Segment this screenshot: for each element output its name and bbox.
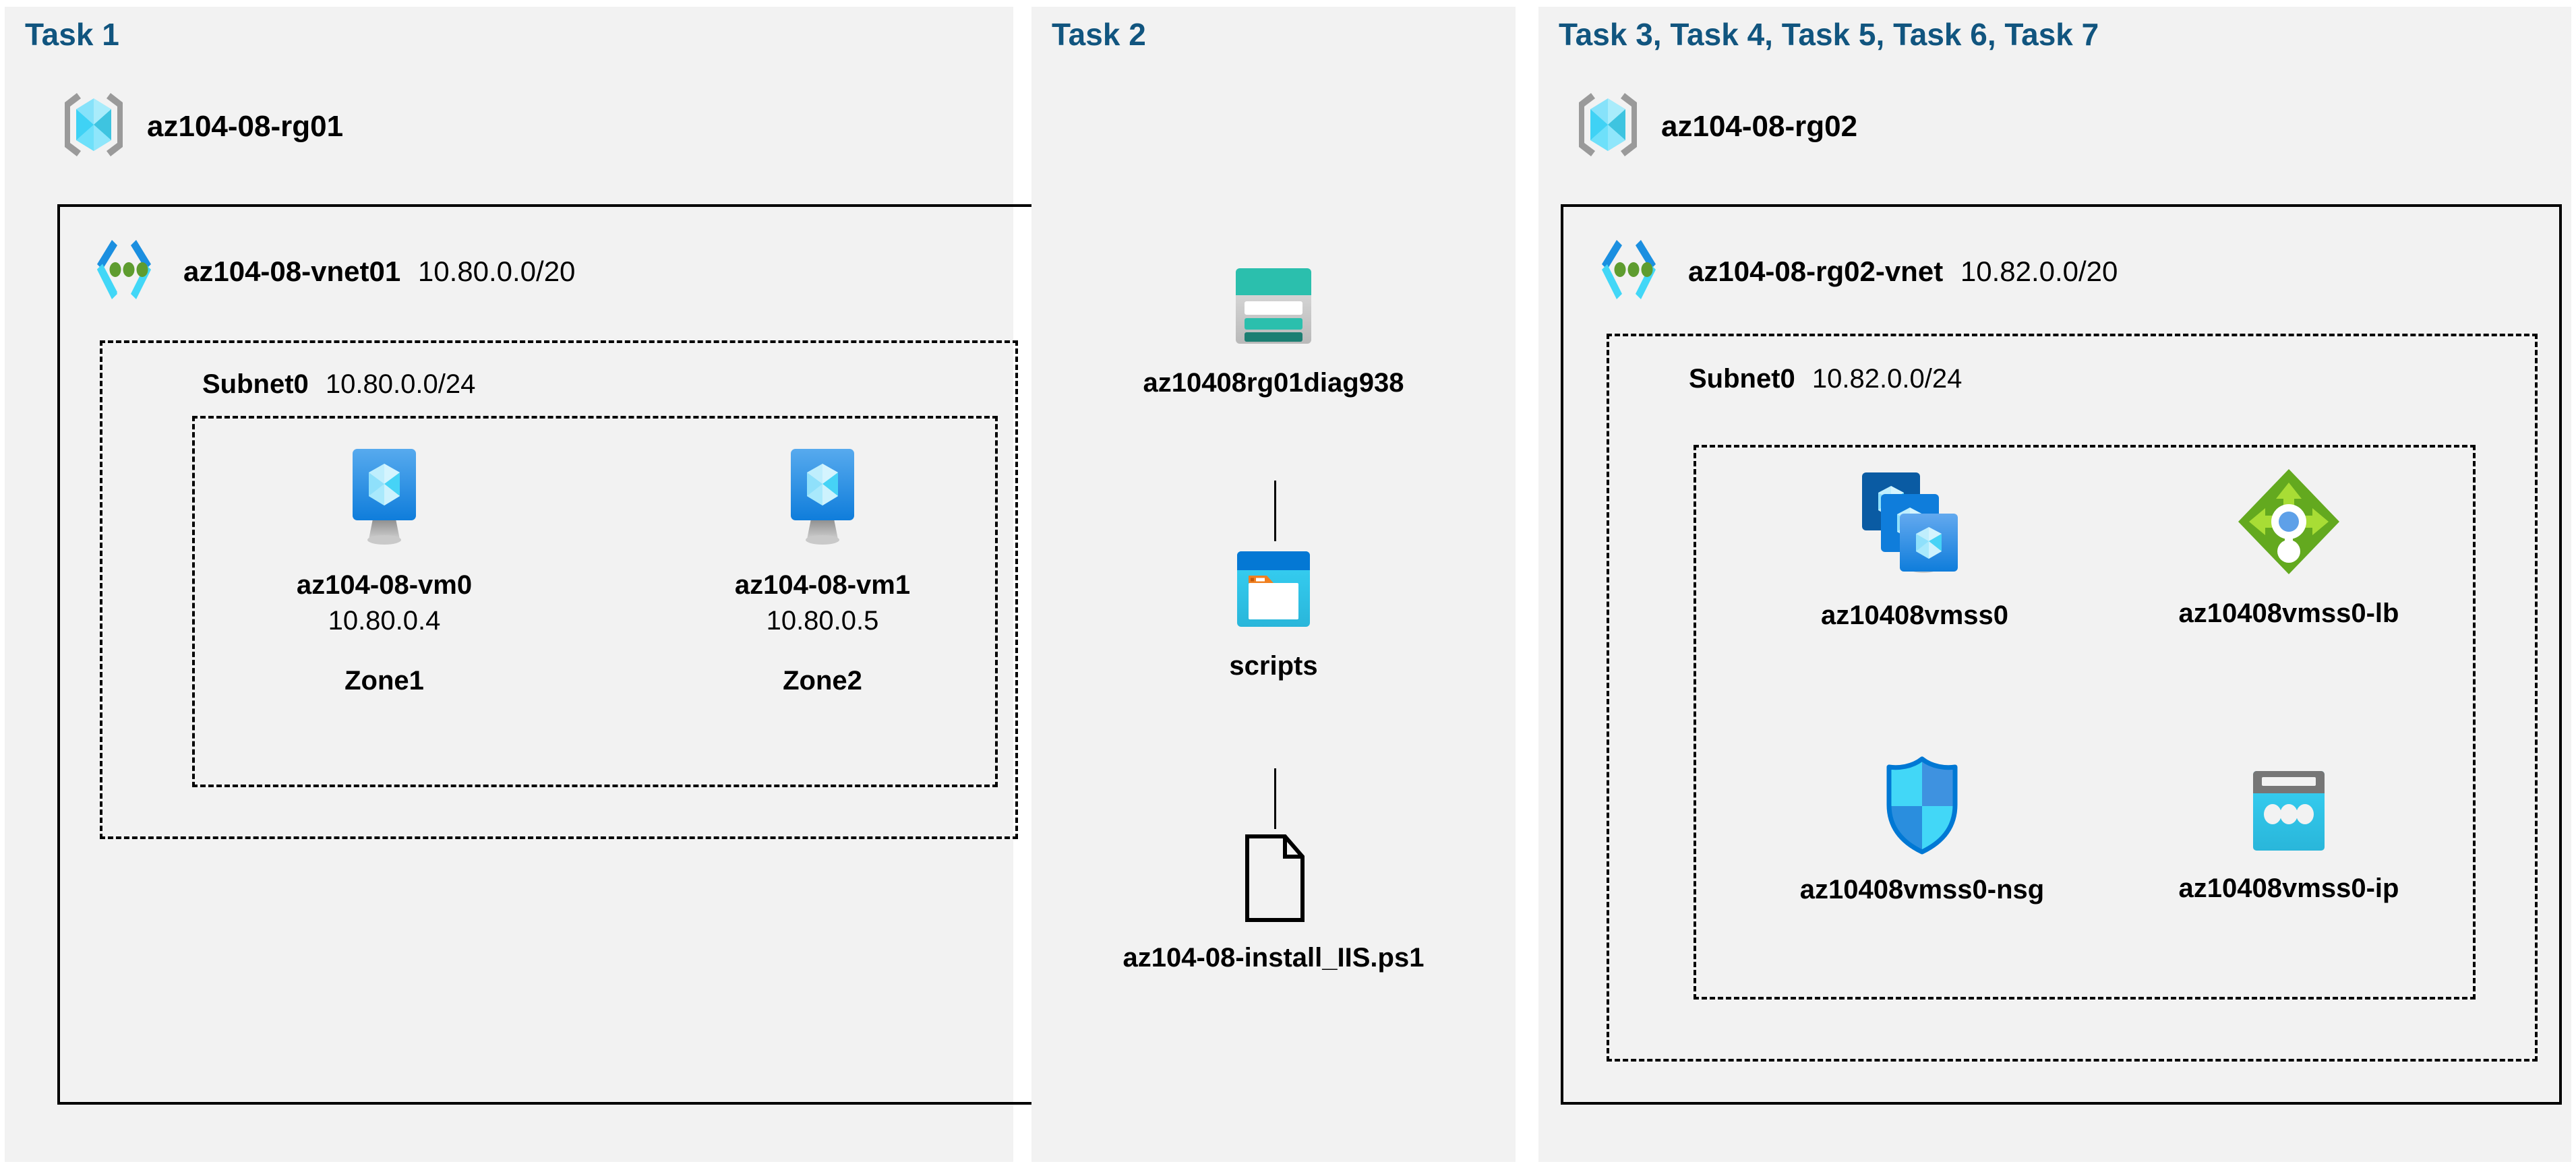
node-storage-account[interactable]: az10408rg01diag938 (1125, 263, 1422, 398)
vnet-name: az104-08-rg02-vnet (1688, 255, 1944, 287)
node-vm1[interactable]: az104-08-vm1 10.80.0.5 Zone2 (674, 445, 971, 696)
subnet-box-rg02 (1607, 334, 2538, 1062)
file-document-icon (1236, 831, 1311, 925)
node-label: az10408vmss0-nsg (1799, 875, 2045, 904)
node-load-balancer[interactable]: az10408vmss0-lb (2140, 465, 2437, 629)
resource-group-rg02: az104-08-rg02 (1571, 88, 1857, 165)
node-blob-container[interactable]: scripts (1125, 546, 1422, 681)
node-ip: 10.80.0.5 (766, 606, 879, 636)
virtual-network-icon (1598, 236, 1671, 307)
virtual-network-icon (93, 236, 166, 307)
resource-group-label: az104-08-rg02 (1661, 109, 1858, 143)
node-label: az10408vmss0-ip (2178, 873, 2399, 903)
vnet-cidr: 10.80.0.0/20 (417, 255, 576, 287)
subnet-cidr: 10.82.0.0/24 (1811, 364, 1963, 394)
node-label: az104-08-install_IIS.ps1 (1122, 943, 1425, 973)
vnet-label: az104-08-vnet01 10.80.0.0/20 (183, 255, 575, 288)
node-label: az10408rg01diag938 (1143, 368, 1404, 398)
resource-group-rg01: az104-08-rg01 (57, 88, 343, 165)
node-zone: Zone1 (345, 666, 424, 696)
node-label: az104-08-vm1 (734, 570, 911, 600)
vnet-label: az104-08-rg02-vnet 10.82.0.0/20 (1688, 255, 2118, 288)
network-security-group-icon (1878, 755, 1966, 857)
resource-group-label: az104-08-rg01 (147, 109, 344, 143)
node-label: az104-08-vm0 (296, 570, 473, 600)
node-script-file[interactable]: az104-08-install_IIS.ps1 (1122, 831, 1425, 973)
vnet-cidr: 10.82.0.0/20 (1960, 255, 2118, 287)
panel-task-3-7 (1538, 7, 2571, 1162)
load-balancer-icon (2231, 465, 2346, 581)
subnet-name: Subnet0 (202, 369, 309, 399)
node-vm-scale-set[interactable]: az10408vmss0 (1766, 468, 2063, 631)
public-ip-address-icon (2244, 766, 2334, 856)
vnet-box-rg02 (1561, 204, 2562, 1105)
task-1-heading: Task 1 (25, 17, 119, 52)
resources-box-rg02 (1694, 445, 2476, 1000)
task-2-heading: Task 2 (1052, 17, 1146, 52)
vnet-header-rg02: az104-08-rg02-vnet 10.82.0.0/20 (1598, 236, 2118, 307)
resource-group-icon (57, 88, 131, 165)
subnet-label-rg02: Subnet0 10.82.0.0/24 (1689, 364, 1962, 394)
node-label: az10408vmss0 (1820, 601, 2009, 630)
node-network-security-group[interactable]: az10408vmss0-nsg (1774, 755, 2070, 905)
node-public-ip-address[interactable]: az10408vmss0-ip (2140, 766, 2437, 904)
resource-group-icon (1571, 88, 1645, 165)
storage-account-icon (1228, 263, 1319, 350)
node-vm0[interactable]: az104-08-vm0 10.80.0.4 Zone1 (236, 445, 533, 696)
node-label: az10408vmss0-lb (2178, 599, 2399, 628)
virtual-machine-icon (779, 445, 866, 553)
panel-task-1 (5, 7, 1013, 1162)
subnet-box-rg01 (100, 340, 1018, 839)
blob-container-icon (1228, 546, 1319, 634)
zones-box-rg01 (192, 416, 998, 787)
subnet-name: Subnet0 (1689, 364, 1795, 394)
task-3-7-heading: Task 3, Task 4, Task 5, Task 6, Task 7 (1559, 17, 2099, 52)
virtual-machine-icon (340, 445, 428, 553)
node-ip: 10.80.0.4 (328, 606, 441, 636)
subnet-label-rg01: Subnet0 10.80.0.0/24 (202, 369, 475, 400)
subnet-cidr: 10.80.0.0/24 (325, 369, 476, 399)
vm-scale-set-icon (1854, 468, 1975, 583)
connector-storage-to-container (1274, 481, 1276, 541)
vnet-name: az104-08-vnet01 (183, 255, 401, 287)
node-label: scripts (1229, 651, 1318, 681)
node-zone: Zone2 (783, 666, 862, 696)
vnet-header-rg01: az104-08-vnet01 10.80.0.0/20 (93, 236, 575, 307)
connector-container-to-script (1274, 768, 1276, 829)
